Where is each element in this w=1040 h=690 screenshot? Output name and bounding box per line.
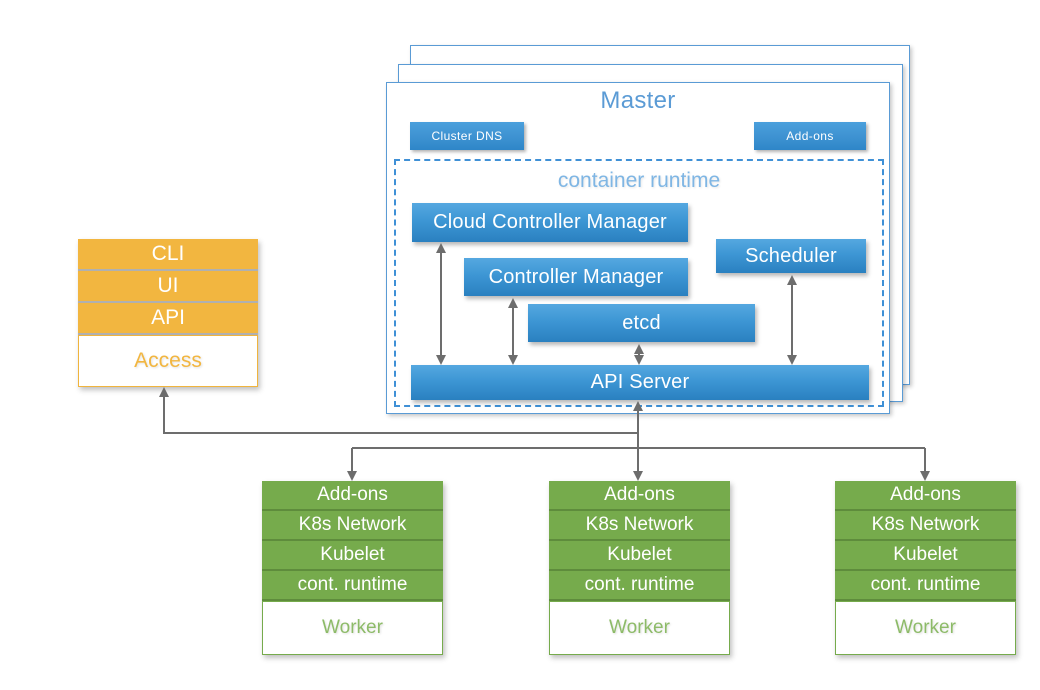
- worker-row-add-ons[interactable]: Add-ons: [262, 481, 443, 511]
- connector-bus-worker-1: [347, 448, 357, 481]
- worker-row-kubelet[interactable]: Kubelet: [549, 541, 730, 571]
- container-runtime-label: container runtime: [557, 169, 721, 192]
- master-add-ons-box[interactable]: Add-ons: [754, 122, 866, 150]
- worker-row-kubelet[interactable]: Kubelet: [262, 541, 443, 571]
- scheduler-box[interactable]: Scheduler: [716, 239, 866, 273]
- access-row-ui[interactable]: UI: [78, 271, 258, 303]
- worker-row-cont-runtime[interactable]: cont. runtime: [262, 571, 443, 601]
- worker-row-k8s-network[interactable]: K8s Network: [262, 511, 443, 541]
- worker-node-3: Add-ons K8s Network Kubelet cont. runtim…: [835, 481, 1016, 655]
- worker-row-cont-runtime[interactable]: cont. runtime: [835, 571, 1016, 601]
- access-row-cli[interactable]: CLI: [78, 239, 258, 271]
- controller-manager-box[interactable]: Controller Manager: [464, 258, 688, 296]
- worker-row-k8s-network[interactable]: K8s Network: [549, 511, 730, 541]
- worker-row-add-ons[interactable]: Add-ons: [835, 481, 1016, 511]
- worker-footer-label: Worker: [835, 601, 1016, 655]
- access-row-api[interactable]: API: [78, 303, 258, 335]
- worker-footer-label: Worker: [262, 601, 443, 655]
- worker-row-k8s-network[interactable]: K8s Network: [835, 511, 1016, 541]
- worker-row-add-ons[interactable]: Add-ons: [549, 481, 730, 511]
- worker-row-kubelet[interactable]: Kubelet: [835, 541, 1016, 571]
- cloud-controller-manager-box[interactable]: Cloud Controller Manager: [412, 203, 688, 242]
- worker-node-1: Add-ons K8s Network Kubelet cont. runtim…: [262, 481, 443, 655]
- api-server-box[interactable]: API Server: [411, 365, 869, 400]
- cluster-dns-box[interactable]: Cluster DNS: [410, 122, 524, 150]
- worker-row-cont-runtime[interactable]: cont. runtime: [549, 571, 730, 601]
- master-title: Master: [600, 87, 676, 114]
- etcd-box[interactable]: etcd: [528, 304, 755, 342]
- access-stack: CLI UI API Access: [78, 239, 258, 387]
- access-footer-label: Access: [78, 335, 258, 387]
- worker-node-2: Add-ons K8s Network Kubelet cont. runtim…: [549, 481, 730, 655]
- connector-bus-worker-3: [920, 448, 930, 481]
- worker-footer-label: Worker: [549, 601, 730, 655]
